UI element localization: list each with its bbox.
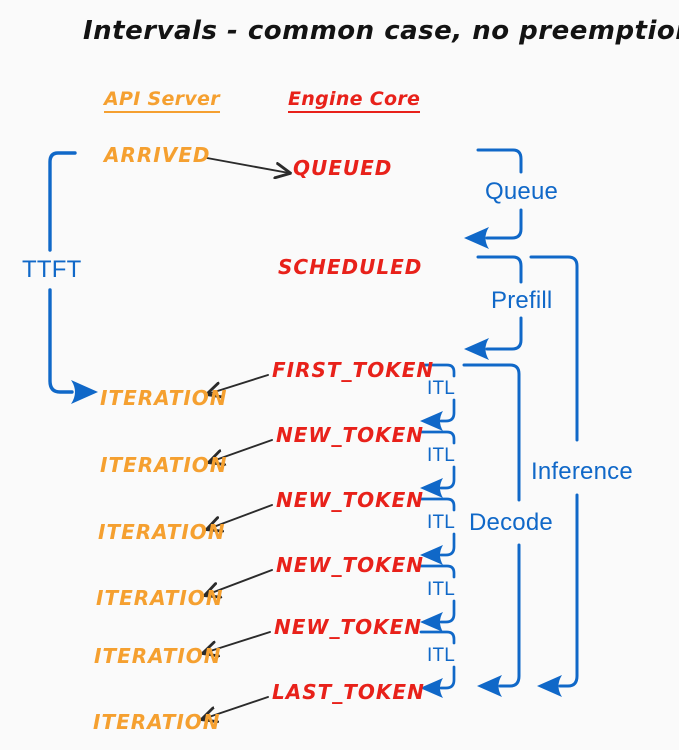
state-first-token: FIRST_TOKEN bbox=[272, 358, 435, 382]
arrow-new-token-2-to-iteration bbox=[208, 504, 273, 529]
ttft-bracket-bottom bbox=[48, 288, 74, 394]
itl-bracket-5-top bbox=[419, 630, 456, 645]
itl-arrowhead-4 bbox=[420, 612, 443, 632]
interval-label-itl-3: ITL bbox=[427, 512, 456, 533]
state-iteration-1: ITERATION bbox=[100, 386, 228, 410]
itl-bracket-5-bottom bbox=[439, 665, 456, 690]
arrow-new-token-4-to-iteration bbox=[204, 631, 271, 653]
interval-label-ttft: TTFT bbox=[22, 256, 82, 283]
inference-arrowhead bbox=[537, 675, 562, 697]
decode-arrowhead bbox=[477, 675, 502, 697]
decode-bracket-top bbox=[462, 363, 521, 502]
state-arrived: ARRIVED bbox=[104, 143, 211, 167]
state-iteration-2: ITERATION bbox=[100, 453, 228, 477]
state-iteration-4: ITERATION bbox=[96, 586, 224, 610]
arrow-last-token-to-iteration bbox=[203, 696, 269, 719]
state-new-token-3: NEW_TOKEN bbox=[276, 553, 425, 577]
state-queued: QUEUED bbox=[293, 156, 393, 180]
state-new-token-2: NEW_TOKEN bbox=[276, 488, 425, 512]
ttft-arrowhead bbox=[71, 380, 98, 404]
itl-arrowhead-3 bbox=[420, 545, 443, 565]
arrow-new-token-3-to-iteration bbox=[206, 569, 273, 595]
state-scheduled: SCHEDULED bbox=[278, 255, 423, 279]
interval-label-inference: Inference bbox=[531, 458, 633, 485]
itl-brackets bbox=[419, 363, 456, 690]
state-last-token: LAST_TOKEN bbox=[272, 680, 425, 704]
itl-bracket-3-top bbox=[419, 497, 456, 512]
queue-bracket bbox=[476, 148, 523, 240]
decode-bracket bbox=[462, 363, 521, 688]
state-new-token-4: NEW_TOKEN bbox=[274, 615, 423, 639]
prefill-bracket-bottom bbox=[485, 316, 523, 351]
arrow-first-token-to-iteration bbox=[208, 374, 269, 394]
interval-label-itl-2: ITL bbox=[427, 445, 456, 466]
interval-label-itl-4: ITL bbox=[427, 579, 456, 600]
ttft-bracket-top bbox=[48, 151, 77, 252]
itl-bracket-4-bottom bbox=[439, 599, 456, 624]
itl-bracket-2-top bbox=[419, 430, 456, 445]
queue-bracket-top bbox=[476, 148, 523, 174]
inference-bracket-bottom bbox=[558, 493, 579, 688]
inference-bracket bbox=[529, 255, 579, 688]
interval-label-itl-5: ITL bbox=[427, 645, 456, 666]
column-header-engine-core: Engine Core bbox=[288, 90, 421, 113]
prefill-bracket bbox=[476, 255, 523, 351]
itl-bracket-4-top bbox=[419, 564, 456, 579]
itl-arrowheads bbox=[420, 411, 443, 698]
itl-arrowhead-2 bbox=[420, 478, 443, 498]
decode-bracket-bottom bbox=[498, 543, 521, 688]
inference-bracket-top bbox=[529, 255, 579, 442]
prefill-bracket-top bbox=[476, 255, 523, 284]
state-iteration-6: ITERATION bbox=[93, 710, 221, 734]
itl-arrowhead-5 bbox=[420, 678, 443, 698]
interval-label-itl-1: ITL bbox=[427, 378, 456, 399]
state-iteration-3: ITERATION bbox=[98, 520, 226, 544]
queue-arrowhead bbox=[464, 227, 489, 249]
state-transition-arrows bbox=[203, 157, 289, 719]
itl-bracket-1-top bbox=[419, 363, 456, 378]
itl-bracket-3-bottom bbox=[439, 532, 456, 557]
column-header-api-server: API Server bbox=[104, 90, 220, 113]
itl-bracket-1-bottom bbox=[439, 398, 456, 423]
interval-label-decode: Decode bbox=[469, 509, 553, 536]
itl-arrowhead-1 bbox=[420, 411, 443, 431]
interval-label-prefill: Prefill bbox=[491, 287, 553, 314]
state-iteration-5: ITERATION bbox=[94, 644, 222, 668]
itl-bracket-2-bottom bbox=[439, 465, 456, 490]
queue-bracket-bottom bbox=[485, 208, 523, 240]
prefill-arrowhead bbox=[464, 338, 489, 360]
arrow-arrived-to-queued bbox=[206, 157, 289, 173]
ttft-bracket bbox=[48, 151, 77, 394]
arrow-new-token-1-to-iteration bbox=[210, 439, 273, 462]
page-title: Intervals - common case, no preemptions bbox=[83, 16, 679, 46]
interval-label-queue: Queue bbox=[485, 178, 559, 205]
state-new-token-1: NEW_TOKEN bbox=[276, 423, 425, 447]
